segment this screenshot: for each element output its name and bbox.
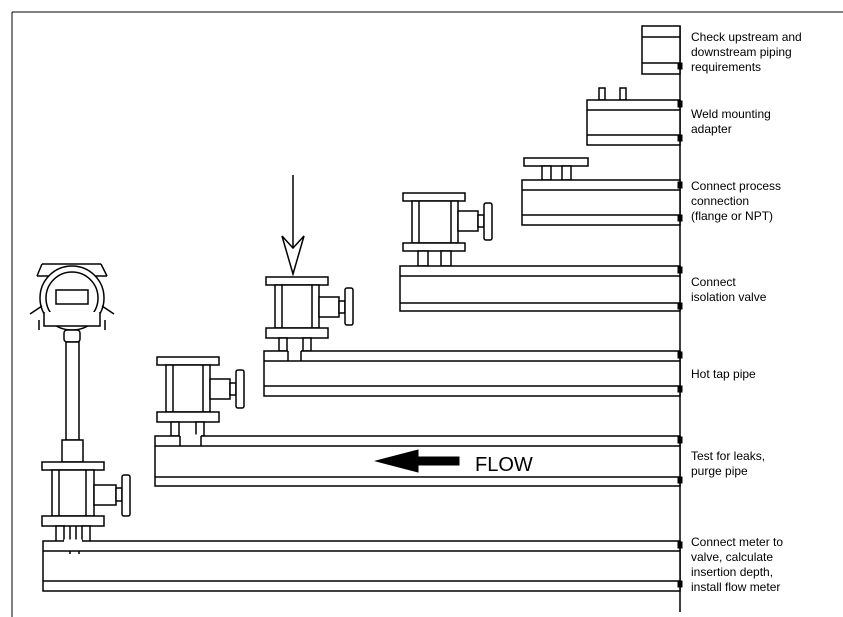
step7-label: Connect meter to valve, calculate insert… <box>691 535 786 594</box>
step-labels: Check upstream and downstream piping req… <box>691 30 805 594</box>
drill-arrow-icon <box>281 235 305 277</box>
frame <box>11 11 843 617</box>
step3-label: Connect process connection (flange or NP… <box>691 179 784 223</box>
step1-label: Check upstream and downstream piping req… <box>691 30 805 74</box>
step7-install-meter <box>29 263 683 592</box>
step2-label: Weld mounting adapter <box>691 107 774 136</box>
step6-label: Test for leaks, purge pipe <box>691 449 768 478</box>
step5-hot-tap <box>263 175 683 397</box>
display-icon <box>55 289 89 305</box>
step5-label: Hot tap pipe <box>691 367 756 381</box>
flow-arrow-icon <box>374 449 460 473</box>
step4-isolation-valve <box>399 192 683 312</box>
flow-label: FLOW <box>475 454 533 476</box>
step1-pipe-stub <box>641 25 683 75</box>
step2-weld-adapter <box>586 87 683 146</box>
step6-leak-test: FLOW <box>154 356 683 487</box>
step3-process-connection <box>521 157 683 226</box>
step4-label: Connect isolation valve <box>691 275 767 304</box>
